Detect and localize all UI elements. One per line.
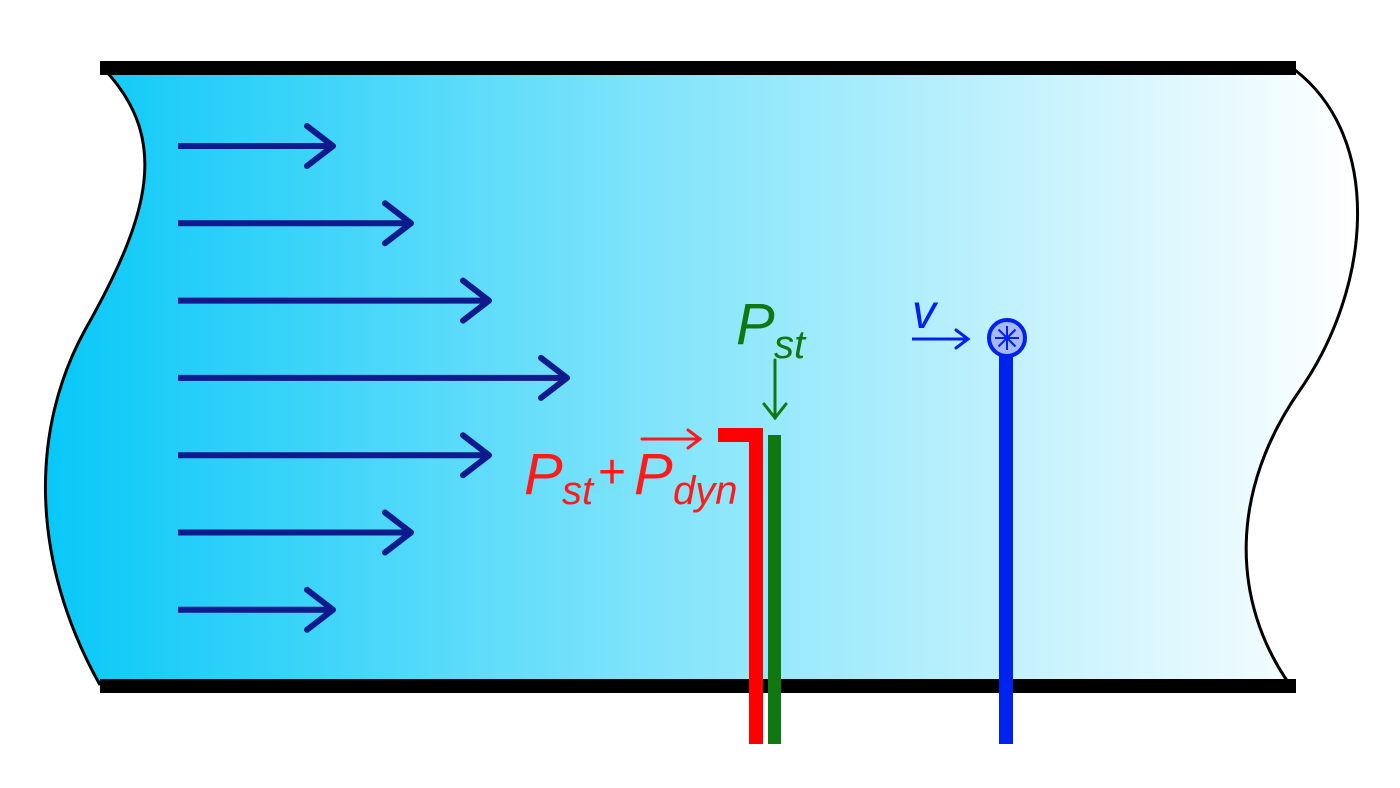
total-pressure-p: P	[524, 442, 563, 507]
static-pressure-tube	[768, 435, 781, 744]
flow-arrow	[178, 509, 414, 556]
flow-arrow	[178, 123, 336, 169]
flow-arrow	[178, 432, 492, 479]
flow-arrow	[178, 354, 570, 401]
pitot-tube-stem	[749, 428, 763, 744]
total-pressure-sub-dyn: dyn	[673, 469, 738, 513]
velocity-label: v	[912, 286, 971, 350]
fluid-right-edge	[1244, 68, 1359, 686]
static-pressure-p: P	[736, 292, 775, 357]
static-pressure-label: P st	[736, 292, 807, 421]
velocity-probe	[987, 318, 1027, 744]
total-pressure-label: P st + P dyn	[524, 428, 738, 513]
flow-arrow	[178, 200, 414, 247]
flow-arrow	[178, 586, 336, 633]
flow-arrow	[178, 277, 492, 324]
arrow-right-icon	[640, 428, 703, 450]
total-pressure-plus: +	[598, 446, 626, 499]
arrow-down-icon	[762, 358, 788, 421]
asterisk-circle-icon	[987, 318, 1027, 358]
fluid-left-edge	[44, 68, 147, 686]
arrow-right-icon	[938, 328, 971, 350]
total-pressure-sub-st: st	[562, 469, 595, 513]
total-pressure-p-dyn: P	[634, 442, 673, 507]
pitot-tube	[718, 428, 763, 744]
velocity-v: v	[912, 286, 939, 339]
static-pressure-sub-st: st	[774, 323, 807, 367]
pitot-tube-inlet	[718, 428, 763, 442]
velocity-profile-arrows	[178, 123, 570, 633]
velocity-probe-stem	[999, 350, 1013, 744]
